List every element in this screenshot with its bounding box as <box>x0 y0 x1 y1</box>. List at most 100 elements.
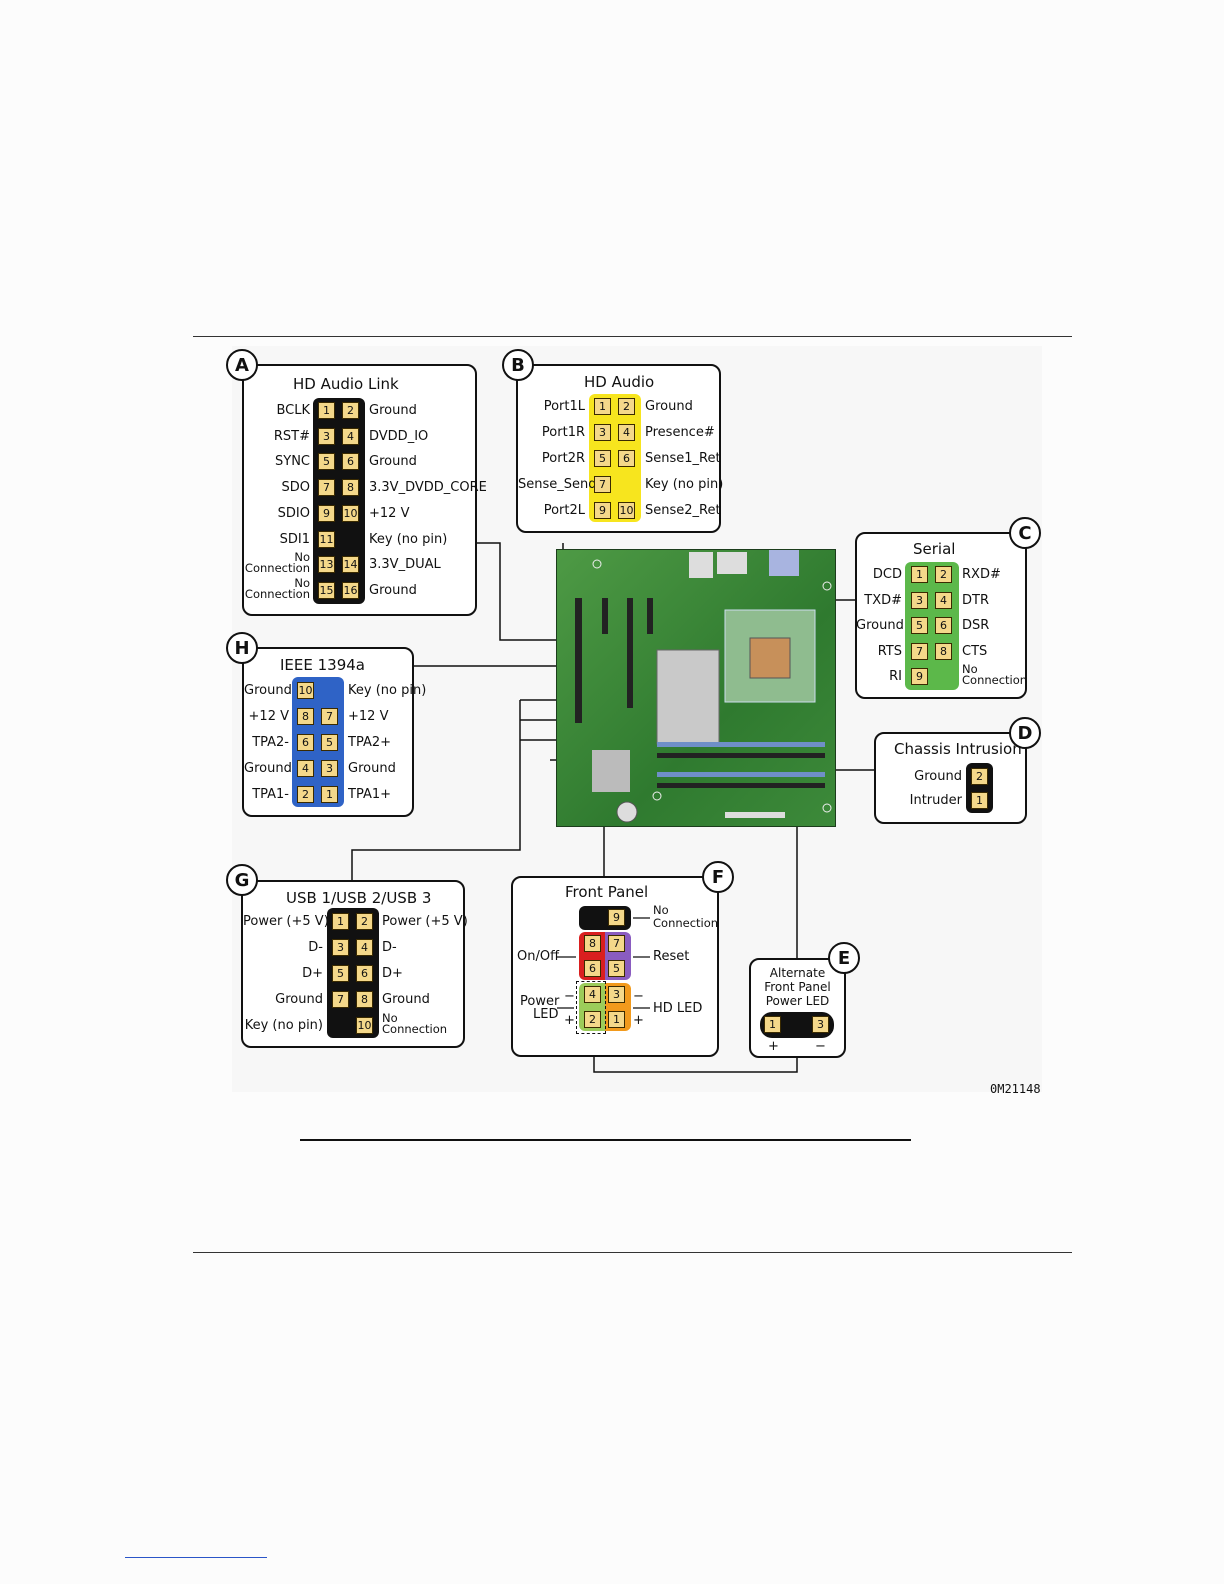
C-right-label: DSR <box>962 618 990 634</box>
front-panel-pin-6: 6 <box>584 960 601 977</box>
H-pin-8: 8 <box>297 708 314 725</box>
G-pin-8: 8 <box>356 991 373 1008</box>
front-panel-pin-7: 7 <box>608 935 625 952</box>
H-right-label: +12 V <box>348 709 389 724</box>
H-pin-3: 3 <box>321 760 338 777</box>
A-pin-5: 5 <box>318 453 335 471</box>
C-pin-3: 3 <box>911 591 928 609</box>
H-right-label: Key (no pin) <box>348 683 427 698</box>
B-pin-5: 5 <box>594 450 611 467</box>
G-pin-5: 5 <box>332 965 349 982</box>
H-pin-6: 6 <box>297 734 314 751</box>
H-left-label: TPA2- <box>252 735 289 750</box>
G-right-label: Ground <box>382 992 430 1007</box>
A-left-label: BCLK <box>276 403 310 418</box>
H-pin-7: 7 <box>321 708 338 725</box>
front-panel-pin-1: 1 <box>608 1011 625 1028</box>
B-left-label: Sense_Send <box>518 477 597 492</box>
ieee-1394a-title: IEEE 1394a <box>280 656 365 674</box>
A-pin-13: 13 <box>318 556 335 574</box>
G-pin-3: 3 <box>332 939 349 956</box>
C-pin-5: 5 <box>911 617 928 635</box>
callout-badge-d: D <box>1009 717 1041 749</box>
C-pin-9: 9 <box>911 668 928 686</box>
C-pin-1: 1 <box>911 566 928 583</box>
B-left-label: Port2L <box>543 503 585 518</box>
G-pin-10: 10 <box>356 1017 373 1034</box>
A-pin-6: 6 <box>342 453 359 471</box>
motherboard-diagram <box>556 546 836 827</box>
C-pin-6: 6 <box>935 617 952 635</box>
C-pin-7: 7 <box>911 642 928 660</box>
H-left-label: TPA1- <box>252 787 289 802</box>
A-right-label: Ground <box>369 582 417 598</box>
alt-power-led-title-2: Front Panel <box>764 980 831 994</box>
H-pin-10: 10 <box>297 682 314 699</box>
front-panel-pin-5: 5 <box>608 960 625 977</box>
A-left-label: SYNC <box>275 454 310 470</box>
A-left-label: Connection <box>244 586 310 601</box>
B-left-label: Port1L <box>543 399 585 414</box>
footnote-link-underline[interactable] <box>125 1557 267 1558</box>
G-right-label: D- <box>382 940 397 955</box>
A-right-label: 3.3V_DUAL <box>369 557 441 573</box>
front-panel-on-off: On/Off <box>517 949 560 964</box>
chassis-pin-2: 2 <box>971 768 988 785</box>
C-left-label: DCD <box>872 567 902 582</box>
G-right-label: Connection <box>382 1022 448 1036</box>
front-panel-pin-2: 2 <box>584 1011 601 1028</box>
B-left-label: Port1R <box>541 425 585 440</box>
H-left-label: +12 V <box>248 709 289 724</box>
C-right-label: No <box>962 662 978 677</box>
chassis-intrusion-title: Chassis Intrusion <box>894 740 1022 758</box>
front-panel-title: Front Panel <box>565 883 649 901</box>
G-pin-6: 6 <box>356 965 373 982</box>
A-pin-4: 4 <box>342 427 359 445</box>
B-right-label: Ground <box>645 399 693 414</box>
H-right-label: TPA2+ <box>348 735 392 750</box>
A-left-label: RST# <box>273 428 310 444</box>
B-pin-2: 2 <box>618 398 635 415</box>
B-right-label: Presence# <box>645 425 715 440</box>
A-left-label: Connection <box>244 561 310 576</box>
C-right-label: CTS <box>962 643 988 659</box>
A-right-label: Ground <box>369 454 417 470</box>
G-left-label: Ground <box>275 992 323 1007</box>
A-pin-9: 9 <box>318 504 335 522</box>
A-left-label: SDO <box>281 480 311 496</box>
figure-id: 0M21148 <box>990 1082 1041 1096</box>
G-left-label: Power (+5 V) <box>243 914 329 929</box>
front-panel-hd-led: HD LED <box>653 1001 703 1016</box>
front-panel-power-led-1: Power <box>520 994 560 1009</box>
front-panel-reset: Reset <box>653 949 690 964</box>
A-pin-11: 11 <box>318 530 335 548</box>
A-left-label: No <box>294 550 310 565</box>
hd-audio-link-title: HD Audio Link <box>293 375 399 393</box>
A-pin-7: 7 <box>318 479 335 497</box>
A-right-label: Ground <box>369 403 417 418</box>
bottom-rule <box>193 1252 1072 1253</box>
G-pin-7: 7 <box>332 991 349 1008</box>
callout-badge-b: B <box>502 349 534 381</box>
H-left-label: Ground <box>244 683 292 698</box>
B-pin-3: 3 <box>594 424 611 441</box>
front-panel-no-conn-2: Connection <box>653 916 719 930</box>
alt-power-led-minus: − <box>815 1039 826 1054</box>
front-panel-no-conn-1: No <box>653 903 669 917</box>
B-pin-10: 10 <box>618 502 635 519</box>
usb-title: USB 1/USB 2/USB 3 <box>286 889 432 907</box>
alt-power-led-panel <box>749 958 846 1058</box>
alt-power-led-title-3: Power LED <box>765 994 830 1008</box>
front-panel-plus-left: + <box>564 1013 575 1028</box>
hd-audio-title: HD Audio <box>584 373 655 391</box>
power-led-dashed-frame <box>576 981 606 1034</box>
H-pin-4: 4 <box>297 760 314 777</box>
G-right-label: No <box>382 1011 398 1025</box>
chassis-label-intruder: Intruder <box>909 793 962 808</box>
A-pin-14: 14 <box>342 556 359 574</box>
G-left-label: D+ <box>302 966 323 981</box>
B-pin-6: 6 <box>618 450 635 467</box>
C-left-label: TXD# <box>864 592 902 608</box>
callout-badge-f: F <box>702 861 734 893</box>
C-right-label: RXD# <box>962 567 1001 582</box>
